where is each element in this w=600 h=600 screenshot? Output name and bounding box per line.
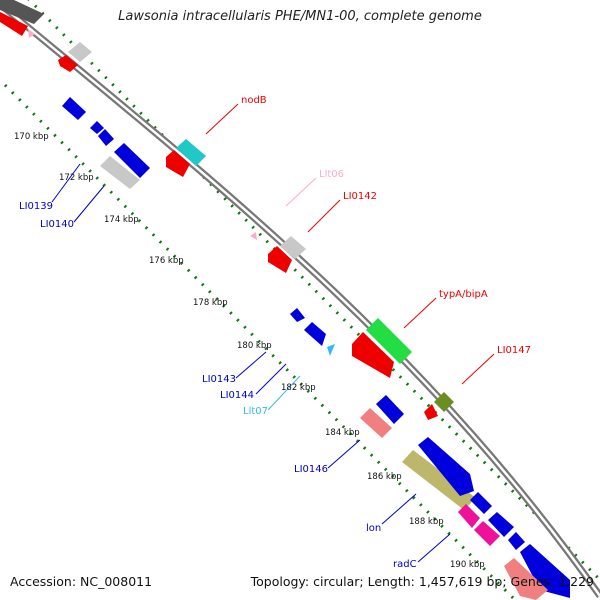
- gene-blue: [520, 544, 570, 598]
- gene-pink-small: [28, 29, 35, 38]
- gene-red: [166, 150, 190, 177]
- gene-features-outer: [0, 0, 570, 600]
- gene-labels: nodB Llt06 LI0142 typA/bipA LI0147 LI013…: [19, 95, 531, 570]
- gene-blue: [98, 129, 114, 146]
- gene-label-li0144: LI0144: [220, 390, 254, 401]
- gene-blue: [488, 512, 514, 537]
- scale-tick-label: 182 kbp: [281, 383, 316, 393]
- gene-red: [352, 332, 394, 378]
- gene-label-li0140: LI0140: [40, 219, 74, 230]
- gene-label-llt06: Llt06: [319, 169, 344, 180]
- gene-khaki: [402, 450, 476, 510]
- gene-blue: [376, 395, 404, 424]
- gene-blue: [418, 437, 474, 496]
- gene-label-typa-bipa: typA/bipA: [439, 289, 488, 300]
- gene-magenta: [458, 504, 480, 528]
- gene-red: [268, 246, 292, 273]
- scale-tick-label: 190 kbp: [450, 560, 485, 570]
- gene-red: [58, 55, 78, 72]
- gene-blue: [62, 97, 86, 120]
- gene-magenta: [474, 521, 500, 546]
- gene-label-li0146: LI0146: [294, 464, 328, 475]
- scale-tick-label: 172 kbp: [59, 173, 94, 183]
- gene-blue: [508, 532, 525, 550]
- gene-red: [0, 12, 28, 36]
- scale-tick-label: 188 kbp: [409, 517, 444, 527]
- gene-blue: [470, 492, 492, 514]
- gene-blue: [304, 322, 326, 346]
- scale-tick-label: 170 kbp: [14, 132, 49, 142]
- scale-tick-label: 184 kbp: [325, 428, 360, 438]
- gene-label-li0139: LI0139: [19, 201, 53, 212]
- scale-tick-label: 180 kbp: [237, 341, 272, 351]
- scale-tick-label: 186 kbp: [367, 472, 402, 482]
- gene-cyan: [176, 139, 206, 166]
- gene-green: [366, 318, 412, 364]
- gene-blue: [114, 143, 150, 178]
- gene-label-lon: lon: [366, 523, 381, 534]
- gene-pink-small: [250, 232, 257, 240]
- gene-gray: [68, 42, 92, 62]
- gene-gray: [280, 236, 306, 259]
- inner-dotted-track: [3, 83, 518, 600]
- gene-gray: [100, 156, 140, 189]
- gene-lightblue-small: [327, 344, 335, 356]
- scale-ticks: 170 kbp 172 kbp 174 kbp 176 kbp 178 kbp …: [14, 132, 485, 570]
- scale-tick-label: 176 kbp: [149, 256, 184, 266]
- scale-tick-label: 178 kbp: [193, 298, 228, 308]
- gene-label-nodb: nodB: [241, 95, 267, 106]
- page-title: Lawsonia intracellularis PHE/MN1-00, com…: [118, 9, 482, 24]
- gene-blue: [90, 121, 104, 134]
- label-connectors: [51, 103, 495, 563]
- gene-label-llt07: Llt07: [243, 406, 268, 417]
- gene-dark-gray: [0, 0, 44, 24]
- topology-summary: Topology: circular; Length: 1,457,619 bp…: [250, 574, 594, 589]
- gene-label-li0147: LI0147: [497, 345, 531, 356]
- gene-label-radc: radC: [393, 559, 417, 570]
- gene-label-li0143: LI0143: [202, 374, 236, 385]
- scale-tick-label: 174 kbp: [104, 215, 139, 225]
- gene-red: [424, 404, 438, 420]
- gene-blue: [290, 308, 305, 322]
- gene-features-inner: [62, 97, 404, 438]
- accession-text: Accession: NC_008011: [10, 574, 153, 589]
- gene-olive: [434, 392, 454, 412]
- gene-salmon: [504, 558, 548, 600]
- gene-label-li0142: LI0142: [343, 191, 377, 202]
- gene-salmon: [360, 408, 392, 438]
